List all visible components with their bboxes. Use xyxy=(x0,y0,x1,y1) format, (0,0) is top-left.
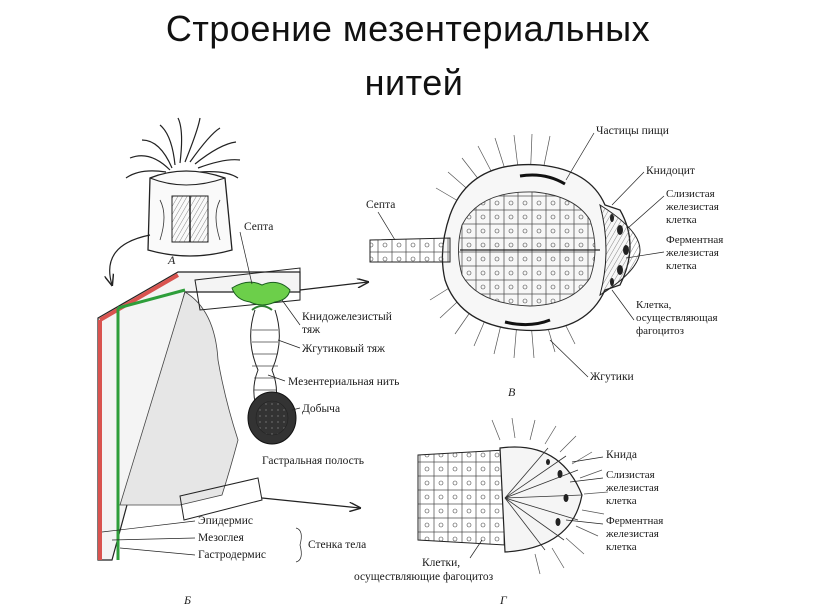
figure-b-body-wall: Б xyxy=(97,231,368,607)
diagram-labels: Септа Книдожелезистый тяж Жгутиковый тяж… xyxy=(198,125,723,583)
label-epidermis: Эпидермис xyxy=(198,515,253,527)
label-cnida: Книда xyxy=(606,449,637,461)
label-cnido-glandular-line-1: Книдожелезистый xyxy=(302,311,392,323)
label-enzyme-gland-v-line-2: железистая xyxy=(665,247,719,259)
label-gastrodermis: Гастродермис xyxy=(198,549,266,561)
label-mucous-gland-v-line-1: Слизистая xyxy=(666,188,715,200)
label-mesoglea: Мезоглея xyxy=(198,532,245,544)
label-phagocyte-v-line-2: осуществляющая xyxy=(636,312,718,324)
label-flagella: Жгутики xyxy=(590,371,634,383)
label-enzyme-gland-g-line-1: Ферментная xyxy=(606,515,663,527)
label-phagocytes-g-line-2: осуществляющие фагоцитоз xyxy=(354,571,494,583)
slide-title-line-2: нитей xyxy=(364,62,464,103)
label-mesenterial-filament: Мезентериальная нить xyxy=(288,376,399,388)
label-enzyme-gland-g-line-2: железистая xyxy=(605,528,659,540)
label-body-wall: Стенка тела xyxy=(308,539,366,551)
label-enzyme-gland-v-line-1: Ферментная xyxy=(666,234,723,246)
label-flagellar-cord: Жгутиковый тяж xyxy=(302,343,385,355)
label-food-particles: Частицы пищи xyxy=(596,125,669,137)
label-septa-v: Септа xyxy=(366,199,395,211)
label-mucous-gland-g-line-2: железистая xyxy=(605,482,659,494)
label-phagocyte-v-line-1: Клетка, xyxy=(636,299,672,311)
label-phagocytes-g-line-1: Клетки, xyxy=(422,557,460,569)
label-gastral-cavity: Гастральная полость xyxy=(262,455,364,467)
label-enzyme-gland-v-line-3: клетка xyxy=(666,260,697,272)
label-septa-b: Септа xyxy=(244,221,273,233)
label-mucous-gland-g-line-1: Слизистая xyxy=(606,469,655,481)
label-enzyme-gland-g-line-3: клетка xyxy=(606,541,637,553)
figure-letter-a: А xyxy=(167,253,176,267)
label-phagocyte-v-line-3: фагоцитоз xyxy=(636,325,684,337)
label-mucous-gland-g-line-3: клетка xyxy=(606,495,637,507)
slide-title-line-1: Строение мезентериальных xyxy=(165,8,651,49)
figure-a-anemone: А xyxy=(110,117,241,285)
label-cnidocyte: Книдоцит xyxy=(646,165,695,177)
label-mucous-gland-v-line-2: железистая xyxy=(665,201,719,213)
label-prey: Добыча xyxy=(302,403,340,415)
figure-g-tip-section: Г xyxy=(417,417,609,607)
label-mucous-gland-v-line-3: клетка xyxy=(666,214,697,226)
figure-v-cross-section: В xyxy=(369,132,665,399)
figure-letter-v: В xyxy=(508,385,516,399)
label-cnido-glandular-line-2: тяж xyxy=(302,324,320,336)
figure-letter-b: Б xyxy=(183,593,191,607)
figure-letter-g: Г xyxy=(499,593,508,607)
